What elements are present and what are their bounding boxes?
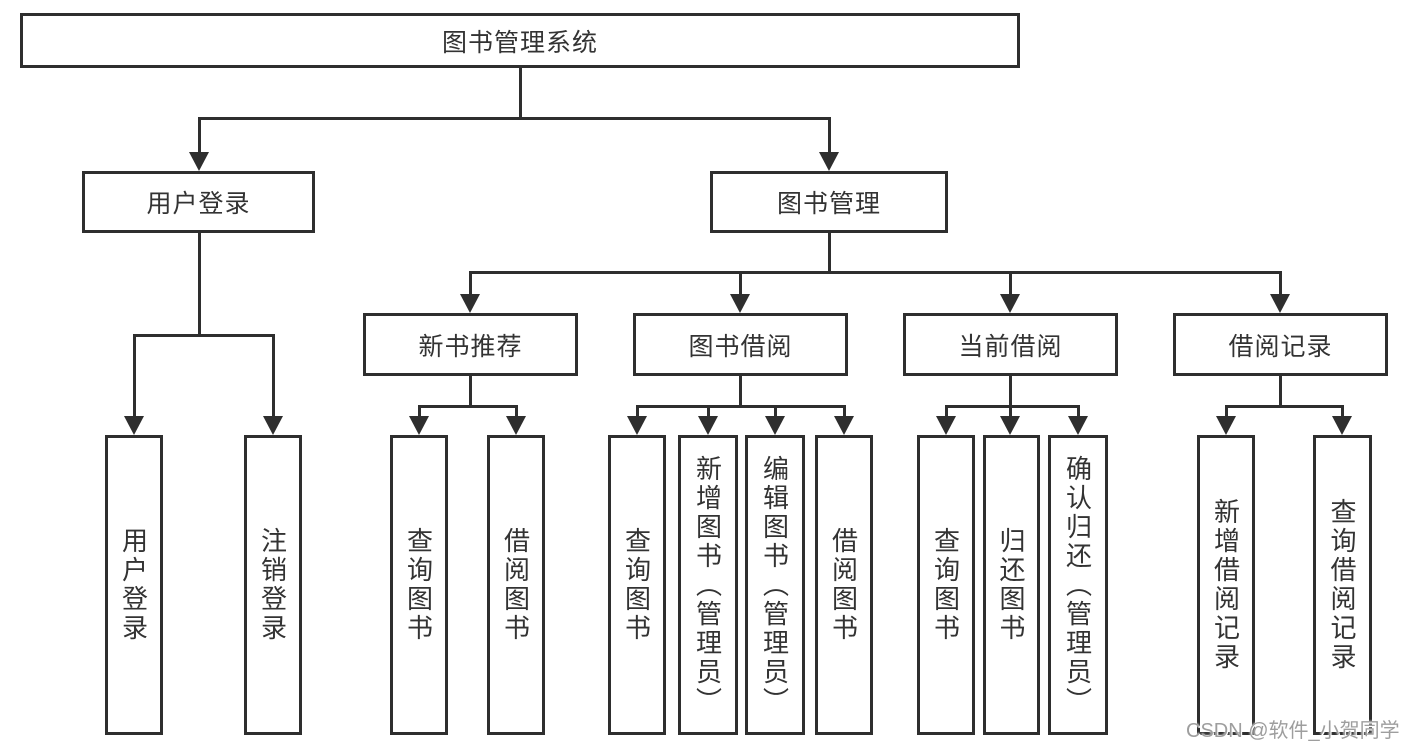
arrowhead-icon	[1000, 416, 1020, 435]
connector	[133, 334, 275, 337]
node-br-add-record: 新增借阅记录	[1197, 435, 1255, 735]
node-cb-confirm-return-admin: 确认归还（管理员）	[1048, 435, 1108, 735]
connector	[418, 405, 421, 418]
node-user-login-leaf: 用户登录	[105, 435, 163, 735]
arrowhead-icon	[936, 416, 956, 435]
connector	[133, 334, 136, 417]
node-borrow-records: 借阅记录	[1173, 313, 1388, 376]
csdn-watermark: CSDN @软件_小贺同学	[1186, 720, 1400, 742]
arrowhead-icon	[409, 416, 429, 435]
arrowhead-icon	[765, 416, 785, 435]
node-cb-return-books: 归还图书	[983, 435, 1040, 735]
connector	[1341, 405, 1344, 418]
arrowhead-icon	[1216, 416, 1236, 435]
arrowhead-icon	[1000, 294, 1020, 313]
connector	[739, 376, 742, 407]
connector	[636, 405, 639, 418]
connector	[1009, 405, 1012, 418]
connector	[1077, 405, 1080, 418]
node-new-book-recommend: 新书推荐	[363, 313, 578, 376]
connector	[469, 271, 472, 295]
node-root: 图书管理系统	[20, 13, 1020, 68]
connector	[945, 405, 1080, 408]
node-nb-borrow-books: 借阅图书	[487, 435, 545, 735]
node-bb-query-books: 查询图书	[608, 435, 666, 735]
connector	[519, 68, 522, 118]
connector	[198, 117, 831, 120]
node-cb-query-books: 查询图书	[917, 435, 975, 735]
arrowhead-icon	[189, 152, 209, 171]
connector	[469, 376, 472, 407]
node-current-borrow: 当前借阅	[903, 313, 1118, 376]
connector	[828, 117, 831, 154]
connector	[515, 405, 518, 418]
connector	[843, 405, 846, 418]
arrowhead-icon	[1270, 294, 1290, 313]
node-logout: 注销登录	[244, 435, 302, 735]
arrowhead-icon	[834, 416, 854, 435]
arrowhead-icon	[1332, 416, 1352, 435]
connector	[418, 405, 518, 408]
node-book-borrow: 图书借阅	[633, 313, 848, 376]
connector	[1009, 271, 1012, 295]
node-bb-borrow-books: 借阅图书	[815, 435, 873, 735]
connector	[945, 405, 948, 418]
arrowhead-icon	[819, 152, 839, 171]
node-bb-add-books-admin: 新增图书（管理员）	[678, 435, 738, 735]
connector	[469, 271, 1282, 274]
arrowhead-icon	[627, 416, 647, 435]
node-bb-edit-books-admin: 编辑图书（管理员）	[745, 435, 805, 735]
connector	[636, 405, 846, 408]
node-book-management: 图书管理	[710, 171, 948, 233]
arrowhead-icon	[730, 294, 750, 313]
connector	[1279, 376, 1282, 407]
connector	[272, 334, 275, 417]
connector	[1225, 405, 1344, 408]
connector	[739, 271, 742, 295]
connector	[198, 233, 201, 336]
arrowhead-icon	[124, 416, 144, 435]
arrowhead-icon	[460, 294, 480, 313]
connector	[828, 233, 831, 274]
connector	[198, 117, 201, 154]
node-user-login: 用户登录	[82, 171, 315, 233]
arrowhead-icon	[506, 416, 526, 435]
node-nb-query-books: 查询图书	[390, 435, 448, 735]
node-br-query-record: 查询借阅记录	[1313, 435, 1372, 735]
connector	[1009, 376, 1012, 407]
connector	[774, 405, 777, 418]
connector	[707, 405, 710, 418]
arrowhead-icon	[263, 416, 283, 435]
arrowhead-icon	[698, 416, 718, 435]
connector	[1279, 271, 1282, 295]
connector	[1225, 405, 1228, 418]
arrowhead-icon	[1068, 416, 1088, 435]
